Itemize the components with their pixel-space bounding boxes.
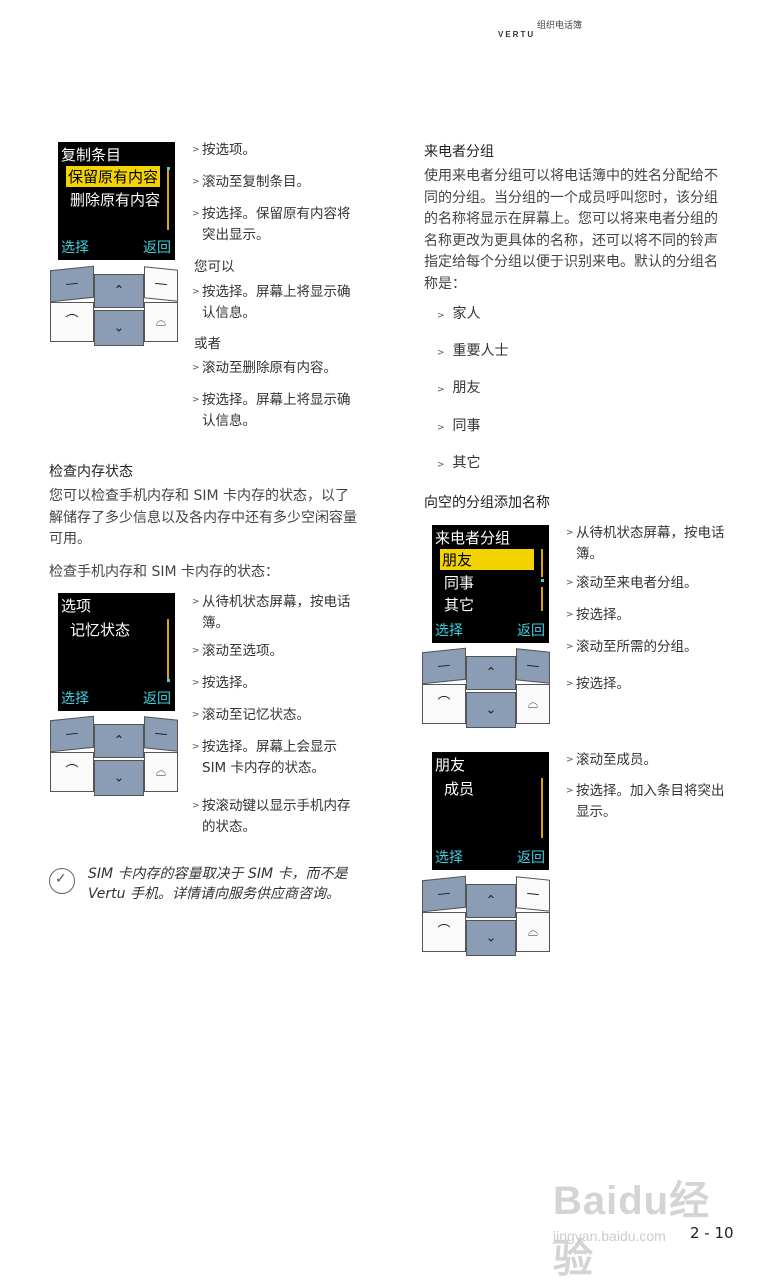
scroll-indicator (167, 679, 170, 682)
screen-title: 选项 (61, 597, 92, 615)
scroll-down-key[interactable]: ⌄ (94, 760, 144, 796)
section-heading-add-names: 向空的分组添加名称 (424, 495, 550, 511)
step: >滚动至选项。 (192, 643, 283, 659)
keypad-3: — ⌃ — ⌒ ⌄ ⌓ (422, 647, 550, 732)
screen-item: 成员 (444, 780, 475, 798)
step: >滚动至记忆状态。 (192, 707, 310, 723)
step: >滚动至所需的分组。 (566, 639, 698, 655)
scrollbar (541, 549, 543, 577)
step: >滚动至删除原有内容。 (192, 360, 337, 376)
page-number: 2 - 10 (690, 1224, 734, 1242)
scroll-down-key[interactable]: ⌄ (94, 310, 144, 346)
scroll-up-key[interactable]: ⌃ (466, 884, 516, 918)
section-heading-memory: 检查内存状态 (49, 464, 133, 480)
keypad-4: — ⌃ — ⌒ ⌄ ⌓ (422, 875, 550, 960)
end-key[interactable]: ⌓ (516, 912, 550, 952)
note-checkmark-icon: ✓ (49, 868, 75, 894)
step: >按选择。屏幕上将显示确认信息。 (192, 392, 351, 429)
softkey-right-label: 返回 (517, 850, 545, 866)
scroll-up-key[interactable]: ⌃ (94, 724, 144, 758)
watermark: Baidu经验 jingyan.baidu.com (553, 1168, 733, 1284)
watermark-brand: Baidu经验 (553, 1179, 711, 1281)
list-item: >家人 (437, 306, 481, 322)
list-item: >同事 (437, 418, 481, 434)
right-soft-key[interactable]: — (144, 266, 178, 302)
softkey-left-label: 选择 (61, 691, 89, 707)
step: >从待机状态屏幕，按电话簿。 (192, 594, 351, 631)
scroll-up-key[interactable]: ⌃ (466, 656, 516, 690)
left-soft-key[interactable]: — (50, 715, 94, 753)
scroll-indicator (167, 167, 170, 170)
step: >按选择。 (192, 675, 256, 691)
alt-label: 或者 (194, 336, 221, 352)
step: >按选择。加入条目将突出显示。 (566, 783, 725, 820)
softkey-right-label: 返回 (143, 240, 171, 256)
keypad-1: — ⌃ — ⌒ ⌄ ⌓ (50, 265, 178, 350)
list-item: >重要人士 (437, 343, 509, 359)
section-heading-caller-groups: 来电者分组 (424, 144, 494, 160)
step: >按选择。屏幕上将显示确认信息。 (192, 284, 351, 321)
right-soft-key[interactable]: — (144, 716, 178, 752)
scroll-up-key[interactable]: ⌃ (94, 274, 144, 308)
list-item: >其它 (437, 455, 481, 471)
softkey-left-label: 选择 (435, 850, 463, 866)
call-key[interactable]: ⌒ (50, 302, 94, 342)
phone-screen-group-members: 朋友 成员 选择 返回 (432, 752, 549, 870)
screen-item: 记忆状态 (70, 621, 131, 639)
step: >滚动至来电者分组。 (566, 575, 698, 591)
call-key[interactable]: ⌒ (422, 684, 466, 724)
step: >按选择。 (566, 676, 630, 692)
list-item: >朋友 (437, 380, 481, 396)
watermark-url: jingyan.baidu.com (553, 1228, 666, 1244)
memory-intro: 检查手机内存和 SIM 卡内存的状态： (49, 564, 279, 580)
end-key[interactable]: ⌓ (144, 752, 178, 792)
step: >滚动至成员。 (566, 752, 657, 768)
softkey-right-label: 返回 (517, 623, 545, 639)
left-soft-key[interactable]: — (422, 647, 466, 685)
end-key[interactable]: ⌓ (516, 684, 550, 724)
scrollbar (167, 619, 169, 679)
screen-item-highlighted: 保留原有内容 (66, 166, 161, 187)
keypad-2: — ⌃ — ⌒ ⌄ ⌓ (50, 715, 178, 800)
phone-screen-options: 选项 记忆状态 选择 返回 (58, 593, 175, 711)
screen-title: 复制条目 (61, 146, 122, 164)
call-key[interactable]: ⌒ (422, 912, 466, 952)
softkey-left-label: 选择 (435, 623, 463, 639)
step: >按滚动键以显示手机内存的状态。 (192, 798, 351, 835)
screen-title: 朋友 (435, 756, 466, 774)
right-soft-key[interactable]: — (516, 876, 550, 912)
scroll-down-key[interactable]: ⌄ (466, 920, 516, 956)
screen-item: 同事 (444, 574, 475, 592)
note-text: SIM 卡内存的容量取决于 SIM 卡，而不是 Vertu 手机。详情请向服务供… (88, 866, 348, 902)
call-key[interactable]: ⌒ (50, 752, 94, 792)
scroll-indicator (541, 579, 544, 582)
scrollbar (541, 778, 543, 838)
right-soft-key[interactable]: — (516, 648, 550, 684)
paragraph-caller-groups: 使用来电者分组可以将电话簿中的姓名分配给不同的分组。当分组的一个成员呼叫您时，该… (424, 168, 718, 292)
softkey-right-label: 返回 (143, 691, 171, 707)
scrollbar (167, 170, 169, 230)
header-section-title: 组织电话簿 (537, 21, 583, 31)
paragraph-memory: 您可以检查手机内存和 SIM 卡内存的状态，以了解储存了多少信息以及各内存中还有… (49, 488, 357, 547)
phone-screen-caller-groups: 来电者分组 朋友 同事 其它 选择 返回 (432, 525, 549, 643)
step: >滚动至复制条目。 (192, 174, 310, 190)
alt-label: 您可以 (194, 259, 235, 275)
screen-item-highlighted: 朋友 (440, 549, 534, 570)
step: >按选择。保留原有内容将突出显示。 (192, 206, 351, 243)
scroll-down-key[interactable]: ⌄ (466, 692, 516, 728)
end-key[interactable]: ⌓ (144, 302, 178, 342)
scrollbar-track (541, 587, 543, 611)
screen-item: 其它 (444, 596, 475, 614)
screen-item: 删除原有内容 (70, 191, 161, 209)
left-soft-key[interactable]: — (422, 875, 466, 913)
step: >按选择。屏幕上会显示 SIM 卡内存的状态。 (192, 739, 337, 776)
step: >按选项。 (192, 142, 256, 158)
softkey-left-label: 选择 (61, 240, 89, 256)
step: >按选择。 (566, 607, 630, 623)
phone-screen-copy: 复制条目 保留原有内容 删除原有内容 选择 返回 (58, 142, 175, 260)
header-brand: VERTU (498, 30, 536, 39)
step: >从待机状态屏幕，按电话簿。 (566, 525, 725, 562)
left-soft-key[interactable]: — (50, 265, 94, 303)
screen-title: 来电者分组 (435, 529, 511, 547)
